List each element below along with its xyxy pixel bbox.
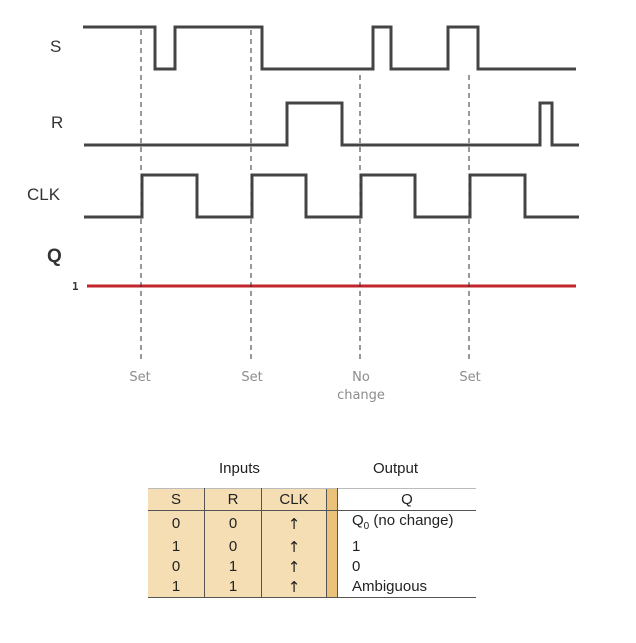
header-clk: CLK	[261, 488, 327, 511]
cell-s: 0	[148, 510, 205, 537]
cell-clk: ↑	[261, 537, 327, 557]
table-row: 1 1 ↑ Ambiguous	[148, 577, 476, 598]
q-rest: (no change)	[369, 512, 454, 529]
header-r: R	[204, 488, 262, 511]
cell-r: 0	[204, 537, 262, 557]
annotation-no-change-line1: No	[352, 370, 370, 385]
cell-q: Ambiguous	[337, 577, 476, 598]
cell-r: 1	[204, 577, 262, 598]
q-signal-label: Q	[47, 246, 62, 267]
cell-clk: ↑	[261, 577, 327, 598]
q-subscript: 0	[363, 521, 370, 532]
column-separator	[326, 488, 338, 511]
s-waveform	[83, 25, 576, 71]
cell-q: 0	[337, 557, 476, 577]
r-signal-label: R	[51, 113, 63, 132]
annotation-set-2: Set	[241, 370, 262, 385]
cell-clk: ↑	[261, 510, 327, 537]
header-s: S	[148, 488, 205, 511]
truth-table: S R CLK Q 0 0 ↑ Q0 (no change) 1 0 ↑ 1 0…	[148, 488, 476, 598]
cell-s: 0	[148, 557, 205, 577]
table-header-row: S R CLK Q	[148, 488, 476, 511]
timing-diagram: S R CLK Q 1 Set Set No change Set	[27, 25, 579, 403]
column-separator	[326, 577, 338, 598]
clk-waveform	[84, 173, 579, 219]
cell-r: 0	[204, 510, 262, 537]
cell-q: 1	[337, 537, 476, 557]
cell-s: 1	[148, 577, 205, 598]
output-group-label: Output	[373, 460, 419, 477]
inputs-group-label: Inputs	[219, 460, 260, 477]
clk-signal-label: CLK	[27, 185, 61, 204]
cell-s: 1	[148, 537, 205, 557]
annotation-set-3: Set	[459, 370, 480, 385]
cell-r: 1	[204, 557, 262, 577]
table-row: 0 0 ↑ Q0 (no change)	[148, 510, 476, 537]
column-separator	[326, 557, 338, 577]
q-level-one-label: 1	[72, 280, 79, 293]
column-separator	[326, 537, 338, 557]
column-separator	[326, 510, 338, 537]
cell-clk: ↑	[261, 557, 327, 577]
header-q: Q	[337, 488, 476, 511]
q-main: Q	[352, 512, 364, 529]
annotation-no-change-line2: change	[337, 388, 385, 403]
annotation-set-1: Set	[129, 370, 150, 385]
table-row: 0 1 ↑ 0	[148, 557, 476, 577]
table-row: 1 0 ↑ 1	[148, 537, 476, 557]
r-waveform	[84, 101, 579, 147]
cell-q: Q0 (no change)	[337, 510, 476, 537]
s-signal-label: S	[50, 37, 61, 56]
